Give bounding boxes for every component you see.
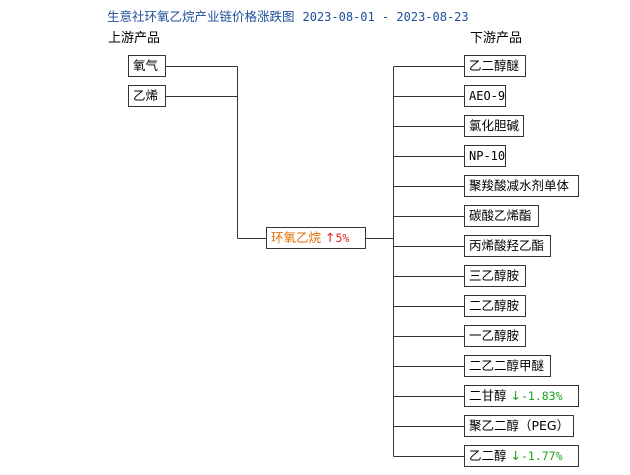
node-label: NP-10 [469,149,506,163]
downstream-node[interactable]: 一乙醇胺 [464,325,526,347]
node-label: 一乙醇胺 [469,328,520,343]
upstream-node-ethylene[interactable]: 乙烯 [128,85,166,107]
downstream-node[interactable]: 碳酸乙烯酯 [464,205,539,227]
price-change: -1.77% [520,449,563,463]
upstream-node-oxygen[interactable]: 氧气 [128,55,166,77]
center-label: 环氧乙烷 [271,230,322,245]
chart-title: 生意社环氧乙烷产业链价格涨跌图 2023-08-01 - 2023-08-23 [107,6,469,25]
downstream-node[interactable]: 乙二醇 ↓-1.77% [464,445,579,467]
downstream-node[interactable]: 三乙醇胺 [464,265,526,287]
downstream-node[interactable]: NP-10 [464,145,506,167]
node-label: 二甘醇 [469,388,507,403]
node-label: 碳酸乙烯酯 [469,208,532,223]
downstream-node[interactable]: 氯化胆碱 [464,115,524,137]
date-range: 2023-08-01 - 2023-08-23 [302,10,469,24]
node-label: 聚乙二醇（PEG） [469,418,570,433]
node-label: 乙烯 [133,88,159,103]
downstream-node[interactable]: AEO-9 [464,85,506,107]
node-label: AEO-9 [469,89,506,103]
node-label: 二乙二醇甲醚 [469,358,545,373]
downstream-node[interactable]: 二甘醇 ↓-1.83% [464,385,579,407]
node-label: 乙二醇 [469,448,507,463]
center-change: 5% [335,231,350,245]
downstream-node[interactable]: 二乙醇胺 [464,295,526,317]
up-arrow-icon: ↑ [325,230,336,245]
node-label: 三乙醇胺 [469,268,520,283]
downstream-node[interactable]: 乙二醇醚 [464,55,526,77]
node-label: 聚羧酸减水剂单体 [469,178,570,193]
down-arrow-icon: ↓ [510,448,521,463]
node-label: 二乙醇胺 [469,298,520,313]
downstream-heading: 下游产品 [470,31,523,46]
node-label: 氧气 [133,58,159,73]
downstream-node[interactable]: 聚乙二醇（PEG） [464,415,574,437]
center-node[interactable]: 环氧乙烷 ↑5% [266,227,366,249]
node-label: 氯化胆碱 [469,118,520,133]
price-change: -1.83% [520,389,563,403]
downstream-node[interactable]: 二乙二醇甲醚 [464,355,551,377]
title-text: 生意社环氧乙烷产业链价格涨跌图 [107,9,295,24]
upstream-heading: 上游产品 [108,31,161,46]
down-arrow-icon: ↓ [510,388,521,403]
downstream-node[interactable]: 丙烯酸羟乙酯 [464,235,551,257]
downstream-node[interactable]: 聚羧酸减水剂单体 [464,175,579,197]
node-label: 乙二醇醚 [469,58,520,73]
node-label: 丙烯酸羟乙酯 [469,238,545,253]
